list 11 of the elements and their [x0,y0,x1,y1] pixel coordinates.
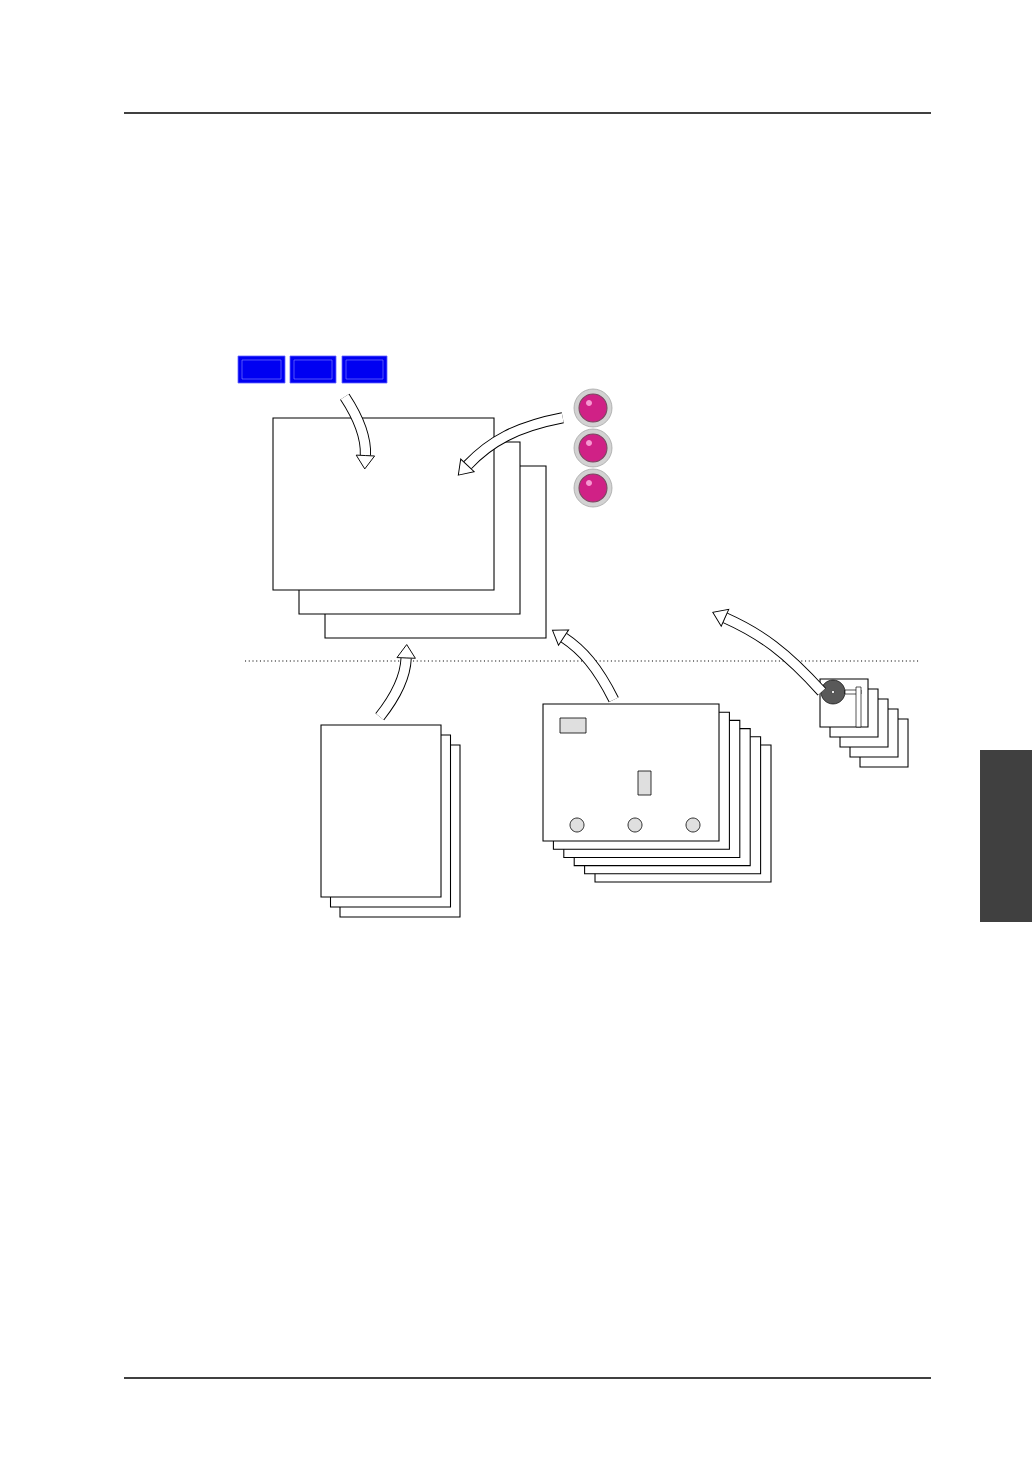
round-buttons-drawing [573,388,613,508]
block-arrow [375,644,416,721]
block-arrow [551,629,619,703]
block-arrow [712,608,826,696]
block-arrow [457,412,564,476]
card-stack-drawing [542,703,772,883]
block-arrow [340,393,376,470]
disc-card-stack-drawing [819,678,909,768]
page-stack-drawing [320,724,461,918]
screen-stack-drawing [272,417,547,639]
button-row-drawing [237,355,388,384]
